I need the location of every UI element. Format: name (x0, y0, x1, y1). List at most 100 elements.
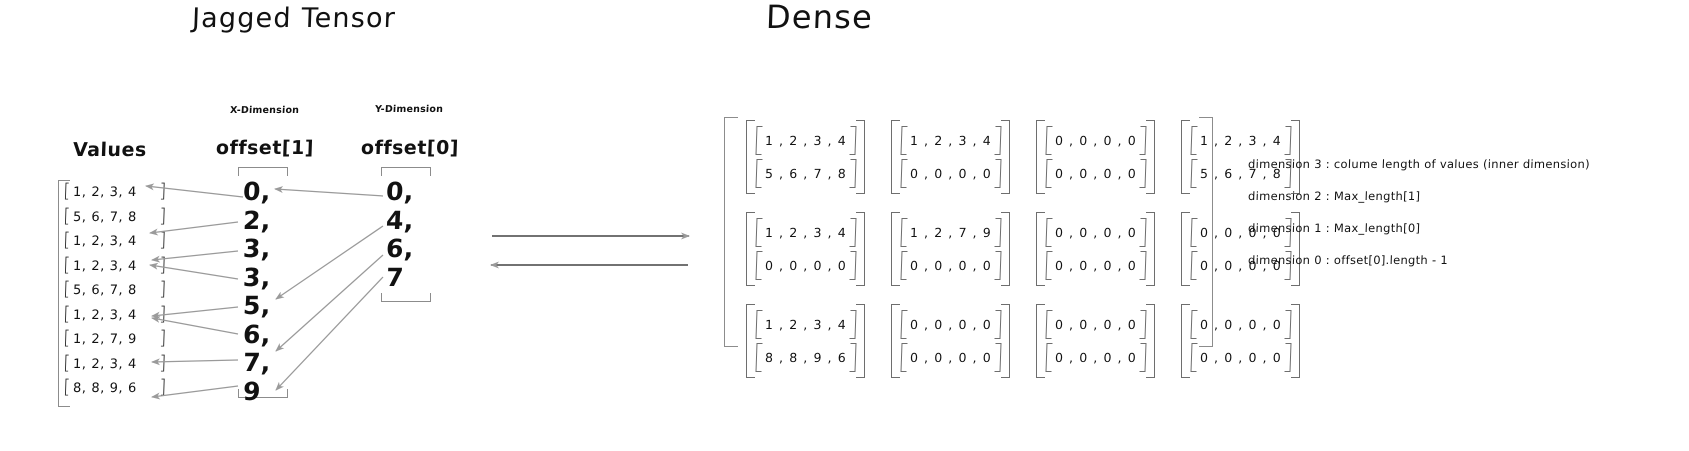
dense-vector-text: 1 , 2 , 3 , 4 (764, 225, 848, 240)
dense-vector-row: 0 , 0 , 0 , 0 (1045, 157, 1147, 190)
values-row-text: 1, 2, 3, 4 (72, 258, 138, 274)
bracket-close-icon: ] (158, 204, 168, 227)
bracket-open-icon: [ (62, 229, 72, 251)
values-row-text: 1, 2, 3, 4 (72, 356, 138, 372)
dense-vector-row: 0 , 0 , 0 , 0 (1190, 308, 1292, 341)
vector-bracket-left (1190, 310, 1198, 339)
dense-vector-text: 1 , 2 , 7 , 9 (909, 225, 993, 240)
block-bracket-right (1000, 304, 1010, 378)
dense-vector-row: 0 , 0 , 0 , 0 (900, 341, 1002, 374)
bracket-close-icon: ] (158, 327, 168, 349)
vector-bracket-left (755, 310, 763, 339)
values-row-text: 1, 2, 3, 4 (72, 184, 138, 200)
dense-vector-row: 5 , 6 , 7 , 8 (755, 157, 857, 190)
dense-outer-bracket-right (1199, 117, 1213, 347)
vector-bracket-right (994, 159, 1002, 188)
values-column-header: Values (72, 139, 148, 161)
block-bracket-right (855, 120, 865, 194)
block-bracket-left (746, 212, 755, 286)
dense-vector-text: 0 , 0 , 0 , 0 (909, 317, 993, 332)
values-outer-bracket (58, 180, 70, 407)
bracket-close-icon: ] (158, 376, 168, 398)
block-bracket-left (1180, 212, 1190, 286)
values-row: [1, 2, 7, 9] (60, 327, 168, 352)
vector-bracket-left (1190, 251, 1198, 280)
values-row-text: 1, 2, 3, 4 (72, 307, 138, 323)
dense-row: 1 , 2 , 3 , 4 5 , 6 , 7 , 8 1 , 2 , 3 , 4 0… (746, 118, 1300, 196)
offset1-item: 2, (242, 205, 272, 235)
dense-vector-text: 0 , 0 , 0 , 0 (1054, 133, 1137, 148)
block-bracket-right (1145, 212, 1155, 286)
block-bracket-left (1180, 304, 1190, 378)
block-bracket-left (1035, 212, 1045, 286)
offset0-list: 0,4,6,7 (385, 177, 415, 292)
dense-block: 0 , 0 , 0 , 0 0 , 0 , 0 , 0 (890, 302, 1010, 380)
vector-bracket-right (1139, 126, 1147, 155)
dense-vector-text: 0 , 0 , 0 , 0 (1054, 258, 1137, 273)
values-row: [5, 6, 7, 8] (60, 278, 168, 303)
offset0-item: 6, (385, 234, 415, 263)
bracket-close-icon: ] (158, 278, 168, 300)
vector-bracket-left (900, 343, 908, 372)
block-bracket-left (1035, 304, 1045, 378)
y-dimension-label: Y-Dimension (374, 104, 444, 115)
dimension-note: dimension 2 : Max_length[1] (1247, 189, 1421, 203)
values-row: [1, 2, 3, 4] (60, 351, 168, 377)
values-row: [5, 6, 7, 8] (60, 204, 168, 230)
bracket-close-icon: ] (158, 180, 168, 202)
dense-vector-row: 0 , 0 , 0 , 0 (1190, 341, 1292, 374)
values-row-text: 8, 8, 9, 6 (72, 380, 138, 396)
vector-bracket-left (1045, 343, 1053, 372)
dense-vector-row: 0 , 0 , 0 , 0 (1045, 308, 1147, 341)
x-dimension-label: X-Dimension (229, 105, 300, 116)
dense-vector-text: 0 , 0 , 0 , 0 (764, 258, 848, 273)
offset1-bottom-bracket (238, 389, 288, 398)
block-bracket-right (1145, 120, 1155, 194)
dense-vector-text: 1 , 2 , 3 , 4 (764, 133, 848, 148)
offset1-item: 0, (242, 177, 272, 206)
vector-bracket-right (849, 251, 857, 280)
vector-bracket-left (1190, 159, 1198, 188)
dense-matrix-grid: 1 , 2 , 3 , 4 5 , 6 , 7 , 8 1 , 2 , 3 , 4 0… (746, 118, 1300, 394)
dense-vector-row: 1 , 2 , 3 , 4 (1190, 124, 1292, 157)
vector-bracket-left (900, 310, 908, 339)
bracket-open-icon: [ (62, 351, 72, 374)
bracket-open-icon: [ (62, 376, 72, 398)
block-bracket-left (746, 120, 755, 194)
values-row: [1, 2, 3, 4] (60, 302, 168, 328)
bracket-open-icon: [ (62, 253, 72, 276)
offset0-column-header: offset[0] (360, 137, 460, 159)
dense-outer-bracket-left (724, 117, 738, 347)
bracket-open-icon: [ (62, 278, 72, 300)
dense-vector-row: 0 , 0 , 0 , 0 (755, 249, 857, 282)
bracket-open-icon: [ (62, 302, 72, 325)
vector-bracket-right (1139, 251, 1147, 280)
dense-title: Dense (765, 0, 874, 36)
values-row: [8, 8, 9, 6] (60, 376, 168, 401)
bracket-open-icon: [ (62, 204, 72, 227)
dense-vector-row: 8 , 8 , 9 , 6 (755, 341, 857, 374)
dense-vector-row: 1 , 2 , 3 , 4 (755, 216, 857, 249)
dense-vector-row: 0 , 0 , 0 , 0 (1045, 341, 1147, 374)
block-bracket-right (855, 212, 865, 286)
vector-bracket-left (1045, 159, 1053, 188)
vector-bracket-right (1283, 343, 1292, 372)
vector-bracket-right (994, 251, 1002, 280)
block-bracket-left (890, 120, 900, 194)
dense-block: 0 , 0 , 0 , 0 0 , 0 , 0 , 0 (1035, 118, 1155, 196)
dense-block: 1 , 2 , 3 , 4 5 , 6 , 7 , 8 (746, 118, 865, 196)
vector-bracket-right (1139, 218, 1147, 247)
offset1-item: 9 (242, 376, 262, 406)
vector-bracket-right (994, 310, 1002, 339)
offset0-item: 0, (385, 177, 415, 206)
vector-bracket-left (755, 126, 763, 155)
vector-bracket-right (849, 310, 857, 339)
vector-bracket-right (849, 126, 857, 155)
